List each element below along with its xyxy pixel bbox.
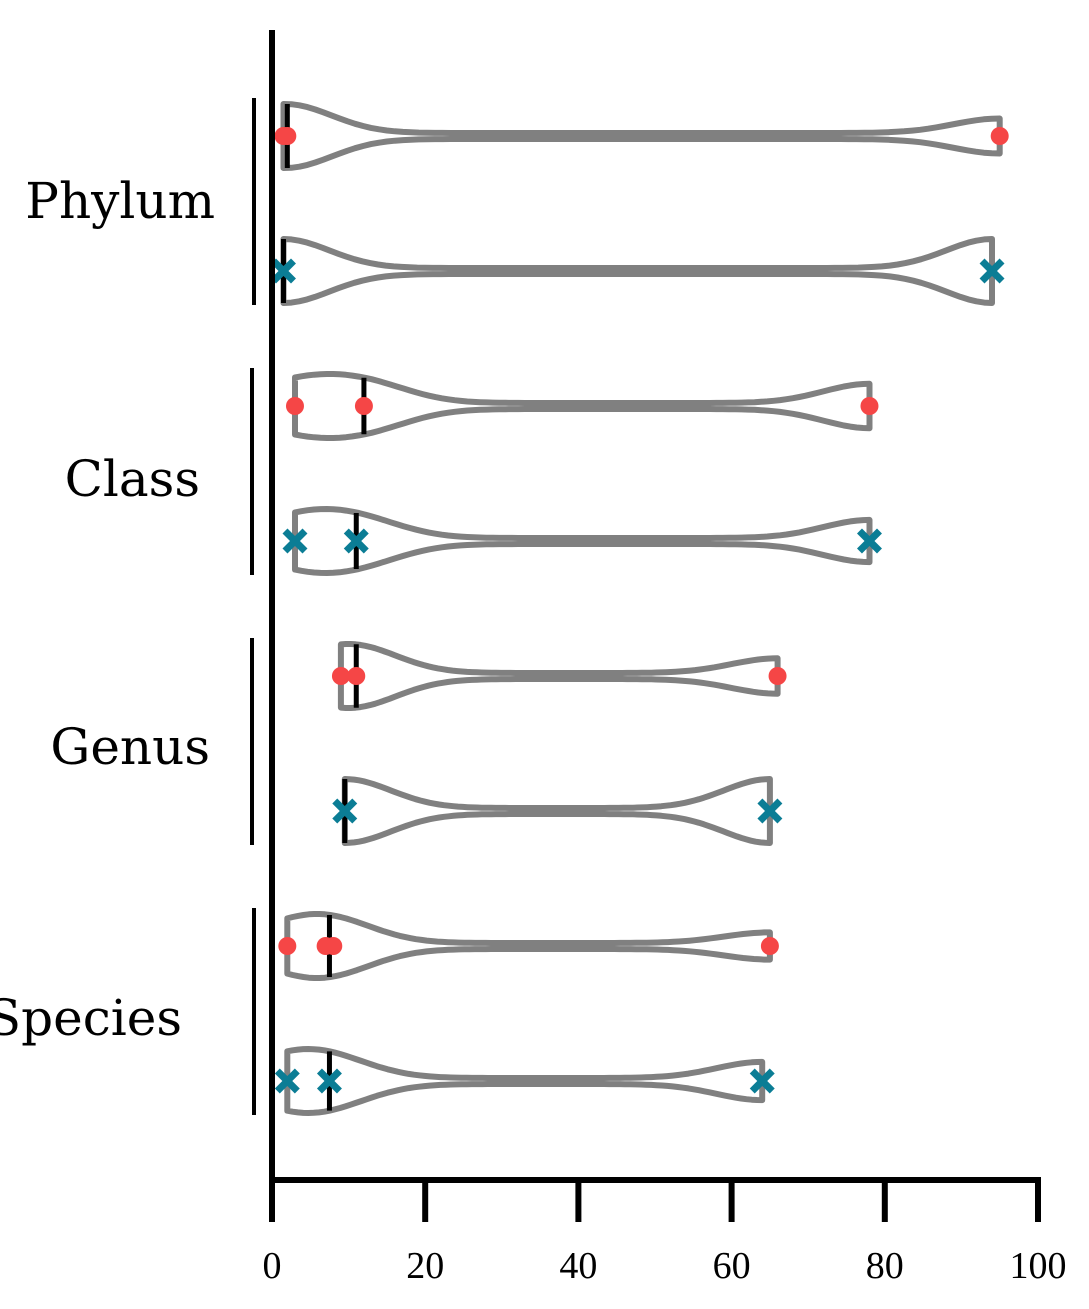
data-point-circle [285,397,304,415]
x-tick-label: 100 [1010,1245,1067,1287]
data-point-x [282,528,308,554]
x-stroke [316,1068,342,1094]
data-point-x [757,798,783,824]
axes-layer [269,30,1041,1222]
x-tick-label: 80 [866,1245,904,1287]
data-point-circle [760,937,779,955]
data-point-x [271,258,296,284]
x-stroke [271,258,296,284]
category-label: Phylum [25,172,215,230]
x-stroke [343,528,369,554]
category-label: Species [0,989,182,1047]
data-point-x [316,1068,342,1094]
violin-red [337,641,781,711]
data-point-x [749,1068,775,1094]
data-point-circle [331,667,350,685]
x-tick-label: 40 [559,1245,597,1287]
data-point-x [979,258,1005,284]
violin-red [284,911,773,981]
violins-layer [250,98,1009,1116]
violin-teal [280,236,995,306]
data-point-circle [278,127,297,145]
x-stroke [857,528,882,554]
violin-group-class [250,368,882,576]
data-point-circle [768,667,787,685]
x-stroke [979,258,1005,284]
data-point-circle [990,127,1009,145]
x-stroke [332,798,358,824]
x-stroke [757,798,783,824]
violin-teal [341,776,773,846]
data-point-circle [278,937,297,955]
data-point-x [274,1068,300,1094]
data-point-x [343,528,369,554]
data-point-x [857,528,882,554]
violin-group-species [252,908,779,1116]
category-label: Genus [50,718,210,776]
x-tick-label: 60 [713,1245,751,1287]
violin-group-phylum [252,98,1009,306]
x-tick-label: 0 [263,1245,282,1287]
violin-teal [292,506,873,576]
data-point-circle [354,397,373,415]
data-point-circle [324,937,343,955]
x-tick-label: 20 [406,1245,444,1287]
violin-teal [284,1046,766,1116]
data-point-circle [347,667,366,685]
x-stroke [749,1068,775,1094]
violin-red [280,101,1003,171]
category-label: Class [65,450,200,508]
violin-red [292,371,873,441]
data-point-x [332,798,358,824]
violin-group-genus [250,638,787,846]
x-stroke [282,528,308,554]
data-point-circle [860,397,879,415]
x-stroke [274,1068,300,1094]
